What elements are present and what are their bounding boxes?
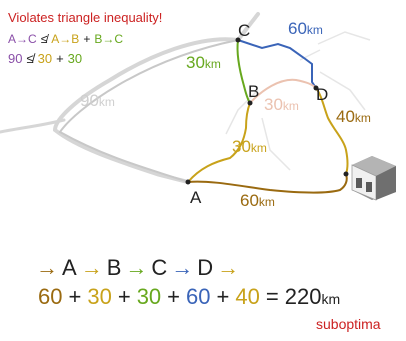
edge-A-B: [187, 102, 251, 183]
node-A-dot: [185, 179, 191, 185]
distance-label-AB: 30km: [232, 137, 267, 156]
distance-label-A-depot: 60km: [240, 191, 275, 210]
node-B-dot: [247, 100, 253, 106]
edge-A-C: [58, 39, 239, 183]
road-network: [0, 12, 260, 184]
node-C-dot: [235, 37, 241, 43]
warehouse-icon: [351, 156, 396, 201]
distance-label-AC: 90km: [80, 91, 115, 110]
route-sequence: →A→B→C→D→: [36, 255, 239, 280]
road-C-north: [236, 12, 260, 42]
warning-comparison: A→C≰A→B+B→C: [8, 32, 123, 46]
warning-title: Violates triangle inequality!: [8, 10, 162, 25]
road-A-C: [52, 37, 240, 184]
edge-C-B: [236, 39, 251, 104]
distance-label-BD: 30km: [264, 95, 299, 114]
node-label-D: D: [316, 85, 328, 104]
edge-C-D: [237, 39, 317, 89]
distance-label-CD: 60km: [288, 19, 323, 38]
node-D-dot: [313, 85, 319, 91]
road-west: [0, 118, 66, 134]
node-depot-dot: [343, 171, 349, 177]
edge-B-D: [249, 78, 317, 104]
node-label-C: C: [238, 21, 250, 40]
route-sum: 60+30+30+60+40=220km: [38, 284, 340, 309]
verdict-label: suboptima: [316, 316, 381, 332]
node-label-B: B: [248, 82, 259, 101]
distance-label-CB: 30km: [186, 53, 221, 72]
distance-label-D-depot: 40km: [336, 107, 371, 126]
edge-A-depot: [187, 173, 348, 194]
node-label-A: A: [190, 188, 202, 207]
edge-D-depot: [315, 87, 349, 175]
warning-values: 90≰30+30: [8, 51, 82, 66]
